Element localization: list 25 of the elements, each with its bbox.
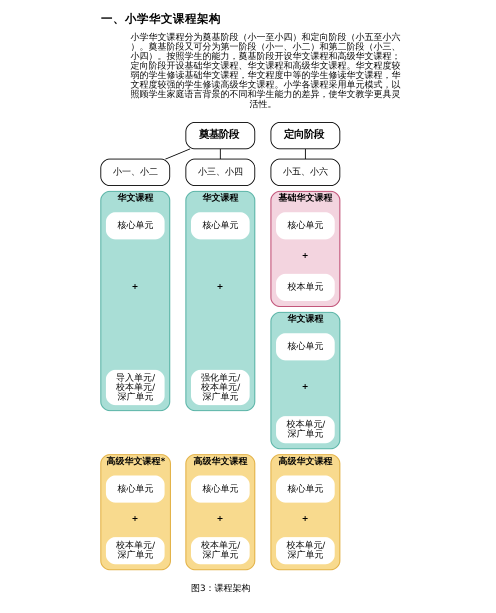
node-box: 校本单元/深广单元: [276, 537, 335, 564]
node-box: 小三、小四: [185, 158, 256, 186]
caption: 图3：课程架构: [190, 584, 251, 594]
node-box: 核心单元: [276, 476, 335, 503]
node-box: 校本单元: [276, 274, 335, 301]
node-box: 强化单元/校本单元/深广单元: [190, 370, 250, 406]
connector: [164, 148, 191, 160]
node-box: 核心单元: [190, 212, 250, 240]
node-box: 核心单元: [106, 476, 165, 503]
node-box: 定向阶段: [270, 122, 340, 150]
node-box: 核心单元: [276, 333, 335, 360]
node-box: 核心单元: [276, 212, 335, 240]
node-box: 核心单元: [106, 212, 165, 240]
label: 小学华文课程分为奠基阶段（小一至小四）和定向阶段（小五至小六）。奠基阶段又可分为第一阶段（小一、小二）和第二阶段（小三、小四）。按照学生的能力，奠基阶段开设华文课程和高级华文课程；定向阶段开设基础华文课程、华文课程和高级华文课程。华文程度较弱的学生修读基础华文课程，华文程度中等的学生修读华文课程，华文程度较强的学生修读高级华文课程。小学各课程采用单元模式，以照顾学生家庭语言背景的不同和学生能力的差异，使华文教学更具灵活性。: [130, 33, 400, 110]
node-box: 校本单元/深广单元: [190, 537, 250, 564]
node-box: 小一、小二: [100, 158, 170, 186]
connector: [304, 148, 306, 160]
node-box: 核心单元: [190, 476, 250, 503]
node-box: 导入单元/校本单元/深广单元: [106, 370, 165, 406]
connector: [220, 148, 221, 160]
node-box: 校本单元/深广单元: [276, 416, 335, 444]
diagram-title: 一、小学华文课程架构: [100, 12, 221, 26]
node-box: 校本单元/深广单元: [106, 537, 165, 564]
node-box: 奠基阶段: [185, 122, 256, 150]
node-box: 小五、小六: [270, 158, 340, 186]
